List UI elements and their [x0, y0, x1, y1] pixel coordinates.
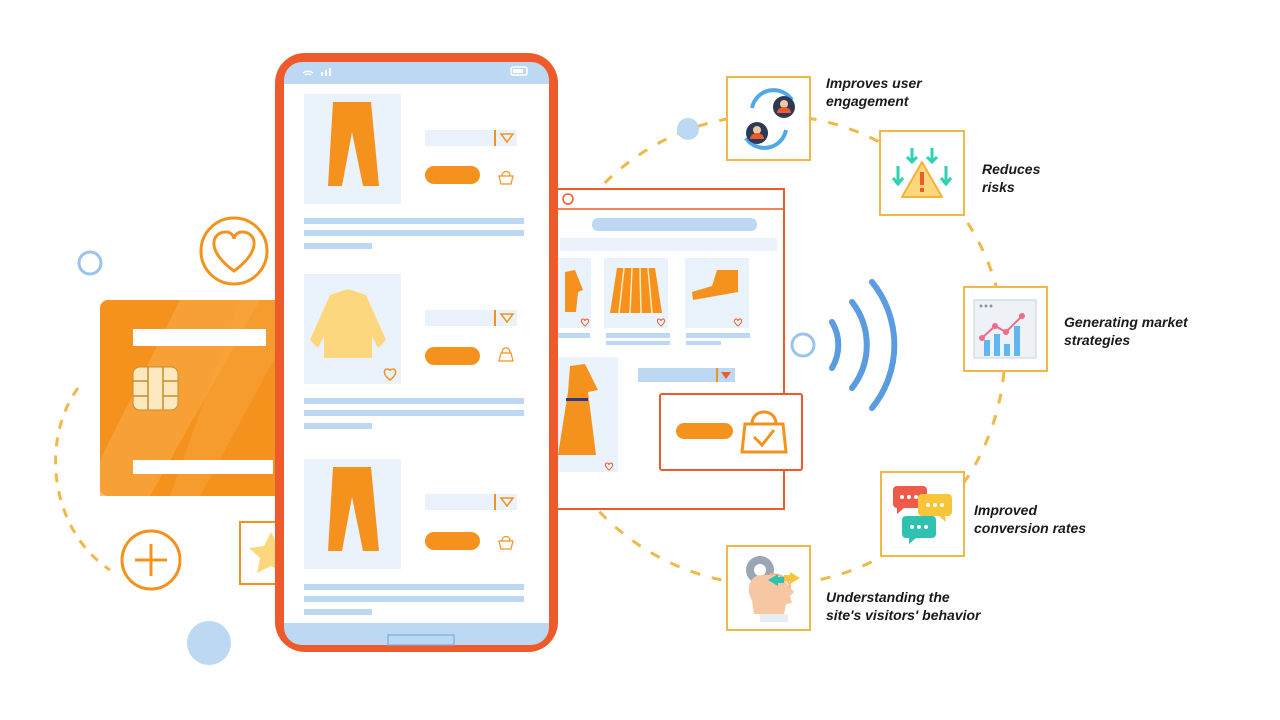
pants-icon — [328, 467, 379, 551]
dropdown-arrow-icon — [499, 133, 515, 144]
plus-badge — [120, 529, 182, 591]
benefit-box-market — [963, 286, 1048, 372]
benefit-box-behavior — [726, 545, 811, 631]
dashed-arc-left — [54, 387, 111, 572]
checkout-popup — [659, 393, 803, 471]
pants-icon — [328, 102, 379, 186]
big-dot-bottom — [187, 621, 231, 665]
dropdown-arrow-icon — [721, 372, 731, 379]
card-chip-icon — [132, 366, 179, 411]
plus-icon — [135, 544, 167, 576]
market-chart-icon — [973, 299, 1037, 359]
benefit-box-conversion — [880, 471, 965, 557]
heart-icon — [383, 368, 397, 381]
heart-icon — [656, 318, 666, 327]
small-ring-middle — [790, 332, 816, 358]
sneaker-icon — [692, 270, 738, 300]
heart-icon — [212, 230, 256, 273]
benefit-box-risks — [879, 130, 965, 216]
cart-icon — [498, 535, 514, 550]
credit-card — [100, 300, 290, 496]
sweater-icon — [310, 289, 386, 358]
heart-icon — [580, 318, 590, 327]
window-dot-icon — [562, 193, 574, 205]
signal-icon — [321, 68, 331, 76]
dress-icon — [558, 364, 598, 455]
risk-warning-icon — [891, 148, 953, 198]
tshirt-icon — [565, 270, 583, 312]
smartphone — [275, 53, 558, 652]
dropdown-arrow-icon — [499, 497, 515, 508]
benefit-box-engagement — [726, 76, 811, 161]
cart-icon — [498, 170, 514, 185]
battery-icon — [510, 66, 528, 76]
skirt-icon — [610, 268, 662, 313]
head-gear-icon — [746, 556, 800, 622]
wireless-waves-icon — [829, 279, 898, 411]
user-sync-icon — [744, 88, 795, 150]
cart-icon — [498, 347, 514, 362]
wifi-icon — [302, 70, 314, 76]
heart-icon — [604, 462, 614, 471]
shopping-bag-check-icon — [740, 410, 788, 454]
small-ring-left — [77, 250, 103, 276]
heart-icon — [733, 318, 743, 327]
chat-bubbles-icon — [893, 486, 952, 544]
browser-window — [552, 188, 785, 510]
small-dot-top — [677, 118, 699, 140]
heart-badge — [199, 216, 269, 286]
dropdown-arrow-icon — [499, 313, 515, 324]
